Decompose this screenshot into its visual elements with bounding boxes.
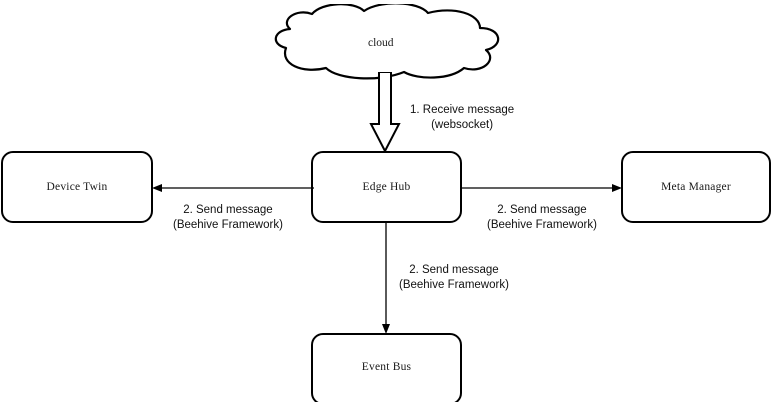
edge-label-line1: 2. Send message bbox=[497, 204, 587, 216]
edge-label-line2: (Beehive Framework) bbox=[173, 218, 283, 231]
edgehub-to-metamanager-label: 2. Send message (Beehive Framework) bbox=[487, 203, 597, 232]
event-bus-label: Event Bus bbox=[361, 360, 412, 373]
cloud-to-edgehub-arrow[interactable] bbox=[368, 71, 402, 154]
block-arrow-down-icon bbox=[369, 71, 401, 154]
node-meta-manager[interactable]: Meta Manager bbox=[621, 151, 771, 223]
edge-label-line2: (Beehive Framework) bbox=[487, 218, 597, 231]
node-edge-hub[interactable]: Edge Hub bbox=[311, 151, 462, 223]
node-event-bus[interactable]: Event Bus bbox=[311, 333, 462, 402]
device-twin-label: Device Twin bbox=[46, 181, 108, 193]
edgehub-to-eventbus-connector[interactable] bbox=[376, 221, 396, 337]
cloud-label: cloud bbox=[368, 37, 394, 49]
edge-label-line2: (websocket) bbox=[431, 118, 494, 131]
edge-label-line1: 2. Send message bbox=[183, 204, 273, 216]
edgehub-to-metamanager-connector[interactable] bbox=[460, 178, 624, 198]
meta-manager-label: Meta Manager bbox=[661, 181, 731, 193]
line-arrow-down-icon bbox=[382, 221, 390, 334]
edge-label-line2: (Beehive Framework) bbox=[399, 278, 509, 291]
edgehub-to-devicetwin-connector[interactable] bbox=[150, 178, 314, 198]
line-arrow-left-icon bbox=[152, 184, 314, 192]
node-device-twin[interactable]: Device Twin bbox=[1, 151, 153, 223]
line-arrow-right-icon bbox=[460, 184, 622, 192]
edge-hub-label: Edge Hub bbox=[362, 181, 411, 193]
cloud-to-edgehub-label: 1. Receive message (websocket) bbox=[410, 103, 514, 132]
edge-label-line1: 1. Receive message bbox=[410, 104, 515, 116]
cloud-node[interactable]: cloud bbox=[268, 2, 506, 80]
cloud-icon bbox=[274, 2, 500, 80]
edgehub-to-devicetwin-label: 2. Send message (Beehive Framework) bbox=[173, 203, 283, 232]
edge-label-line1: 2. Send message bbox=[409, 264, 499, 276]
edgehub-to-eventbus-label: 2. Send message (Beehive Framework) bbox=[399, 263, 509, 292]
